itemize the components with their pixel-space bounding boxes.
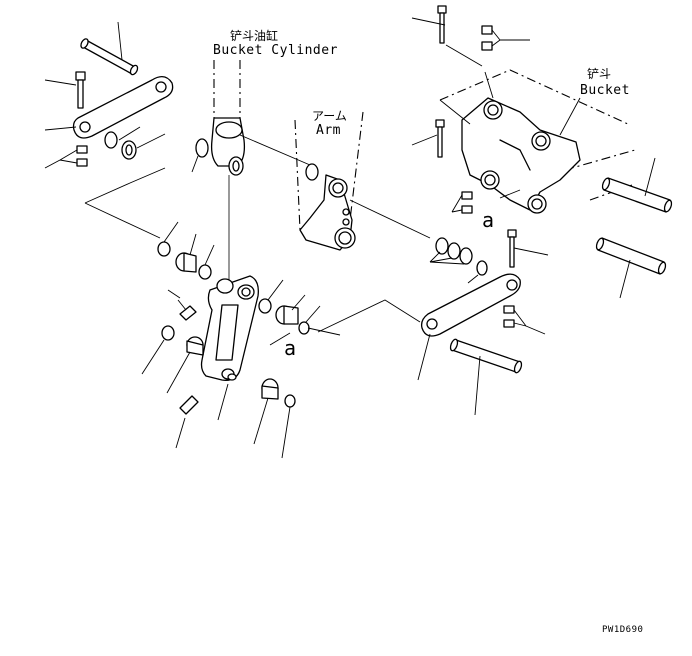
pin-top-left: [80, 21, 139, 76]
nuts-left: [44, 145, 88, 169]
bucket-en-label: Bucket: [580, 83, 630, 98]
nuts-top-right: [445, 25, 530, 67]
link-top-left: [44, 76, 174, 139]
drawing-code: PW1D690: [602, 625, 644, 635]
arrow-a-lower: [269, 332, 291, 346]
leader-line: [84, 202, 161, 239]
reference-a-lower: a: [284, 336, 297, 360]
arm: [294, 111, 431, 251]
bolt-top-left: [44, 71, 86, 109]
pin-right-upper: [601, 157, 673, 213]
nuts-right-lower: [503, 305, 546, 335]
link-right-lower: [417, 273, 521, 381]
nuts-right-a: [451, 189, 521, 214]
bucket-cylinder: [191, 60, 311, 280]
bushings-set: [141, 221, 341, 459]
washers-left: [104, 126, 166, 160]
leader-line: [559, 97, 581, 136]
arm-en-label: Arm: [316, 123, 341, 138]
bucket-cn-label: 铲斗: [587, 67, 612, 81]
pin-right-lower: [595, 237, 667, 299]
leader-line: [84, 167, 166, 204]
pin-bottom-right: [449, 338, 523, 416]
grease-fitting-lower: [175, 395, 199, 449]
bolt-right-lower: [507, 229, 549, 268]
bucket-link-h: [200, 275, 259, 421]
grease-fitting-upper: [167, 289, 197, 321]
arm-jp-label: アーム: [312, 109, 347, 123]
bolt-top-right: [411, 5, 447, 44]
bucket-cylinder-en-label: Bucket Cylinder: [213, 43, 338, 58]
bucket-cylinder-cn-label: 铲斗油缸: [230, 29, 279, 43]
leader-line: [317, 299, 421, 333]
bolt-right-mid: [411, 119, 445, 158]
bucket: [439, 69, 636, 214]
washers-right: [429, 237, 488, 284]
reference-a-upper: a: [482, 208, 495, 232]
